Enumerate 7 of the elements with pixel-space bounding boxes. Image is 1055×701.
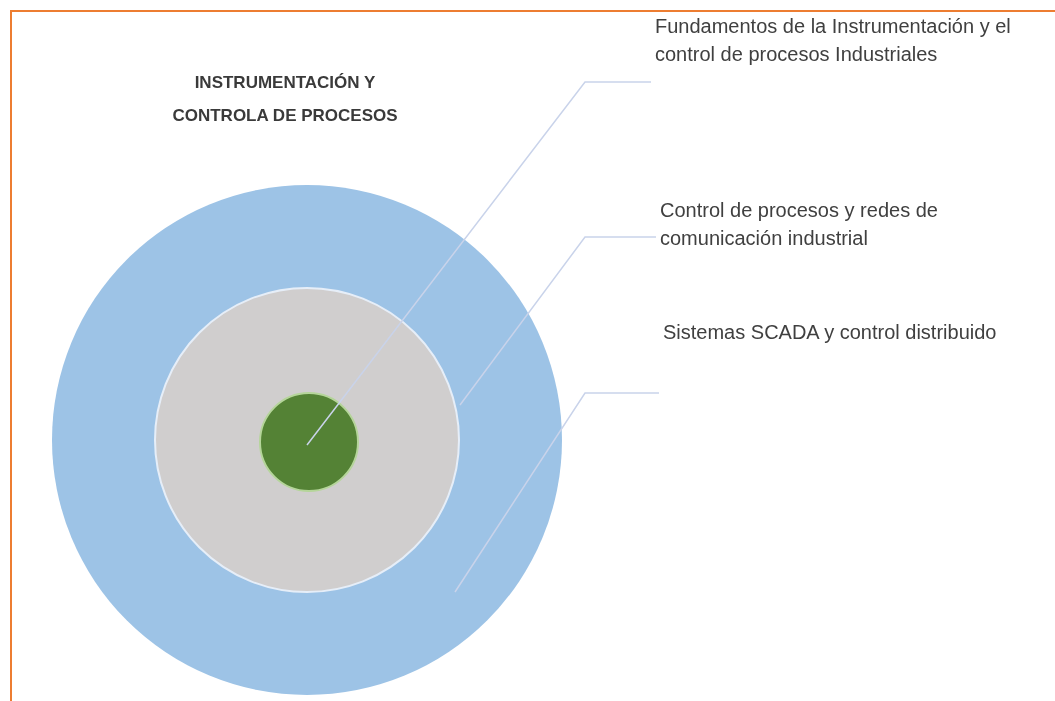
leader-line — [459, 236, 657, 406]
topic-label: Control de procesos y redes de comunicación industrial — [660, 196, 1040, 266]
leader-line — [306, 81, 652, 446]
leader-line — [454, 392, 660, 593]
title: INSTRUMENTACIÓN Y CONTROLA DE PROCESOS — [171, 72, 399, 127]
topic-label: Fundamentos de la Instrumentación y el control de procesos Industriales — [655, 12, 1035, 107]
topic-label: Sistemas SCADA y control distribuido — [663, 318, 1043, 388]
